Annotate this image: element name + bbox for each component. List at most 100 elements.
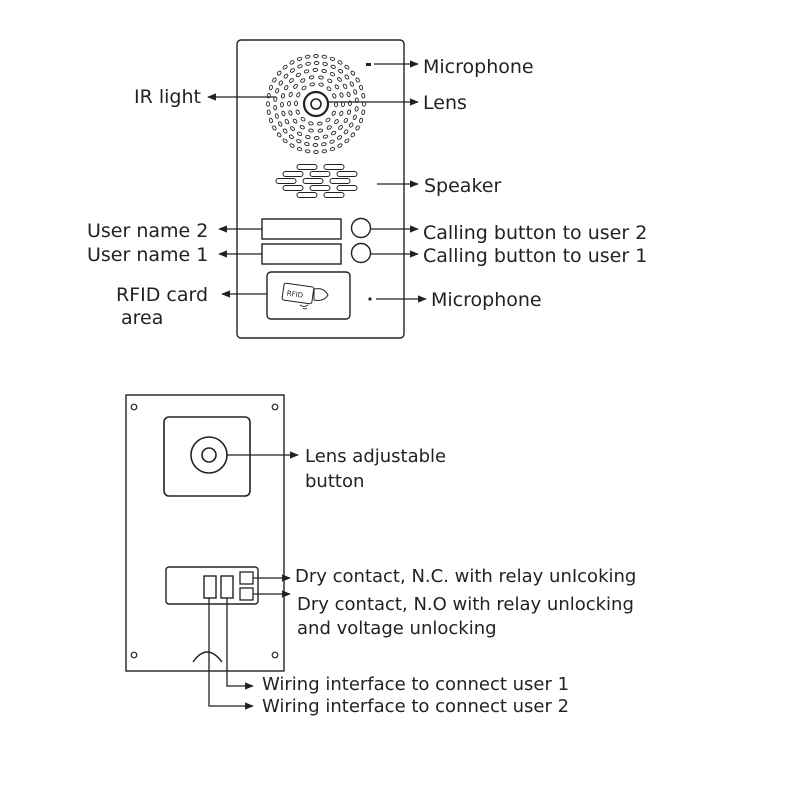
label-dry-contact-no-line2: and voltage unlocking bbox=[297, 618, 497, 639]
speaker-slot bbox=[309, 185, 331, 191]
dry-contact-nc-terminal bbox=[239, 571, 254, 585]
speaker-slot bbox=[336, 185, 358, 191]
ir-led bbox=[304, 149, 311, 154]
ir-led bbox=[354, 106, 359, 112]
ir-led bbox=[266, 109, 271, 116]
ir-led bbox=[321, 149, 328, 154]
ir-led bbox=[282, 64, 288, 70]
ir-led bbox=[289, 78, 294, 83]
ir-led bbox=[288, 110, 293, 116]
ir-led bbox=[272, 125, 277, 131]
label-user-name-2: User name 2 bbox=[87, 220, 208, 242]
ir-led bbox=[338, 125, 343, 130]
ir-led bbox=[352, 114, 357, 120]
ir-led bbox=[293, 83, 298, 89]
calling-button-user-2 bbox=[350, 217, 372, 239]
ir-led bbox=[295, 109, 300, 115]
ir-led bbox=[288, 134, 294, 140]
ir-led bbox=[342, 83, 348, 89]
label-calling-button-2: Calling button to user 2 bbox=[423, 222, 647, 244]
ir-led bbox=[288, 91, 293, 98]
ir-led bbox=[304, 142, 310, 146]
ir-led bbox=[296, 92, 301, 98]
ir-led bbox=[359, 117, 364, 124]
ir-led bbox=[331, 130, 337, 136]
ir-led bbox=[280, 93, 286, 99]
ir-led bbox=[312, 143, 319, 147]
ir-led bbox=[275, 88, 280, 94]
label-rfid-line2: area bbox=[121, 307, 163, 329]
ir-led bbox=[341, 101, 345, 108]
ir-led bbox=[355, 77, 360, 83]
speaker-grill bbox=[275, 164, 358, 198]
ir-led bbox=[284, 119, 290, 125]
ir-led bbox=[350, 132, 356, 138]
ir-led bbox=[344, 64, 350, 70]
ir-led bbox=[295, 72, 301, 78]
ir-led bbox=[329, 139, 335, 144]
ir-led bbox=[313, 61, 320, 65]
ir-led bbox=[300, 78, 306, 83]
dry-contact-no-terminal bbox=[239, 587, 254, 601]
ir-led bbox=[334, 101, 338, 108]
ir-led bbox=[318, 82, 324, 87]
ir-led bbox=[329, 72, 335, 77]
ir-led bbox=[313, 136, 320, 140]
ir-led bbox=[301, 85, 307, 91]
ir-led bbox=[313, 150, 319, 154]
ir-led bbox=[349, 122, 354, 128]
calling-button-user-1 bbox=[350, 242, 372, 264]
ir-led bbox=[290, 126, 295, 131]
ir-led bbox=[329, 56, 336, 61]
speaker-slot bbox=[282, 185, 304, 191]
ir-led bbox=[308, 121, 314, 126]
ir-led bbox=[305, 61, 311, 66]
label-calling-button-1: Calling button to user 1 bbox=[423, 245, 647, 267]
mounting-hole bbox=[271, 403, 279, 411]
wiring-terminal-user-2 bbox=[203, 575, 217, 599]
ir-led bbox=[321, 54, 328, 59]
lens-center bbox=[310, 98, 322, 110]
speaker-slot bbox=[336, 171, 358, 177]
ir-led bbox=[317, 121, 323, 126]
ir-led bbox=[296, 147, 303, 152]
ir-led bbox=[334, 119, 339, 125]
ir-led bbox=[330, 64, 336, 69]
ir-led bbox=[359, 84, 364, 91]
ir-led bbox=[281, 110, 286, 117]
speaker-slot bbox=[309, 171, 331, 177]
ir-led bbox=[274, 113, 279, 119]
ir-led bbox=[308, 128, 314, 133]
ir-led bbox=[344, 138, 350, 144]
ir-led bbox=[337, 135, 343, 140]
microphone-bottom-hole bbox=[368, 297, 372, 301]
ir-led bbox=[337, 143, 343, 148]
ir-led bbox=[312, 68, 319, 72]
ir-led bbox=[299, 125, 305, 130]
label-dry-contact-no-line1: Dry contact, N.O with relay unlocking bbox=[297, 594, 634, 615]
ir-led bbox=[346, 109, 352, 115]
front-panel: RFID Microphone IR light Lens Speaker Us… bbox=[87, 39, 647, 339]
speaker-slot bbox=[329, 178, 351, 184]
mounting-hole bbox=[271, 651, 279, 659]
ir-led bbox=[289, 68, 295, 73]
ir-led bbox=[329, 147, 336, 152]
ir-led bbox=[322, 62, 328, 66]
mounting-hole bbox=[130, 403, 138, 411]
label-rfid-line1: RFID card bbox=[116, 284, 208, 306]
rfid-card-icon: RFID bbox=[281, 282, 329, 310]
ir-led bbox=[300, 116, 306, 122]
ir-led bbox=[278, 121, 283, 127]
ir-led bbox=[294, 100, 298, 107]
mounting-hole bbox=[130, 651, 138, 659]
ir-led bbox=[339, 92, 344, 98]
label-dry-contact-nc: Dry contact, N.C. with relay unIcoking bbox=[295, 566, 636, 587]
ir-led bbox=[349, 81, 354, 87]
ir-led bbox=[289, 60, 295, 65]
ir-led bbox=[321, 68, 327, 74]
label-microphone-top: Microphone bbox=[423, 56, 534, 78]
ir-led bbox=[361, 92, 366, 99]
ir-led bbox=[296, 139, 302, 144]
ir-led bbox=[287, 100, 291, 107]
